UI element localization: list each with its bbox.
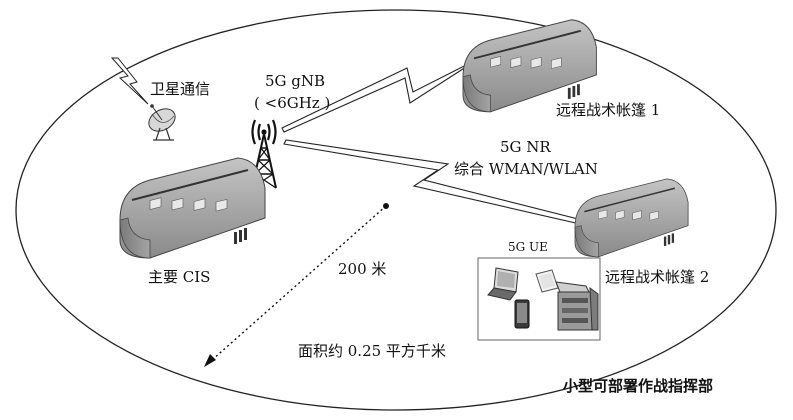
distance-label: 200 米 xyxy=(338,260,387,278)
area-boundary-ellipse xyxy=(15,9,777,411)
satellite-dish-icon xyxy=(148,104,176,141)
satellite-label: 卫星通信 xyxy=(150,80,211,98)
printer-icon xyxy=(555,281,599,331)
main-cis-label: 主要 CIS xyxy=(148,268,211,286)
nr-label-line2: 综合 WMAN/WLAN xyxy=(454,160,598,178)
radius-line xyxy=(211,205,387,361)
tent-icon xyxy=(119,157,266,259)
tent2-label: 远程战术帐篷 2 xyxy=(605,268,710,286)
area-label: 面积约 0.25 平方千米 xyxy=(298,342,446,360)
tablet-icon xyxy=(535,269,559,293)
laptop-icon xyxy=(487,267,519,301)
phone-icon xyxy=(514,299,530,329)
tent-icon xyxy=(462,18,598,113)
gnb-label-line2: ( <6GHz ) xyxy=(254,94,331,112)
diagram-title: 小型可部署作战指挥部 xyxy=(563,377,714,395)
gnb-label-line1: 5G gNB xyxy=(265,72,326,90)
tent1-label: 远程战术帐篷 1 xyxy=(556,101,661,119)
nr-label-line1: 5G NR xyxy=(500,138,551,156)
ue-label: 5G UE xyxy=(508,240,548,254)
tent-icon xyxy=(574,178,689,258)
arrow-head xyxy=(204,354,216,367)
link-lightning-satellite xyxy=(110,57,149,105)
